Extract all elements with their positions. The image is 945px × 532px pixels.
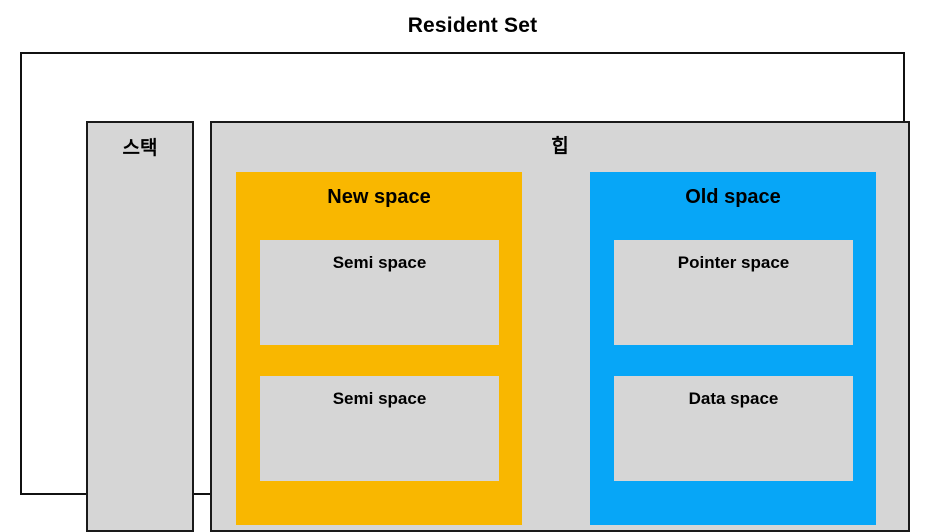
heap-region: 힙 New space Semi space Semi space Old sp… — [210, 121, 910, 532]
old-space-block: Old space Pointer space Data space — [590, 172, 876, 525]
stack-label: 스택 — [122, 138, 158, 159]
diagram-title: Resident Set — [407, 14, 538, 37]
semi-space-bottom-box: Semi space — [260, 376, 499, 481]
semi-space-bottom-label: Semi space — [332, 389, 427, 408]
data-space-label: Data space — [688, 389, 779, 408]
stack-region: 스택 — [86, 121, 194, 532]
pointer-space-label: Pointer space — [677, 253, 790, 272]
semi-space-top-label: Semi space — [332, 253, 427, 272]
old-space-title: Old space — [685, 186, 781, 208]
data-space-box: Data space — [614, 376, 853, 481]
new-space-block: New space Semi space Semi space — [236, 172, 522, 525]
new-space-title: New space — [327, 186, 431, 208]
resident-set-frame: 스택 힙 New space Semi space Semi space Old… — [20, 52, 910, 532]
pointer-space-box: Pointer space — [614, 240, 853, 345]
heap-label: 힙 — [551, 136, 569, 157]
semi-space-top-box: Semi space — [260, 240, 499, 345]
